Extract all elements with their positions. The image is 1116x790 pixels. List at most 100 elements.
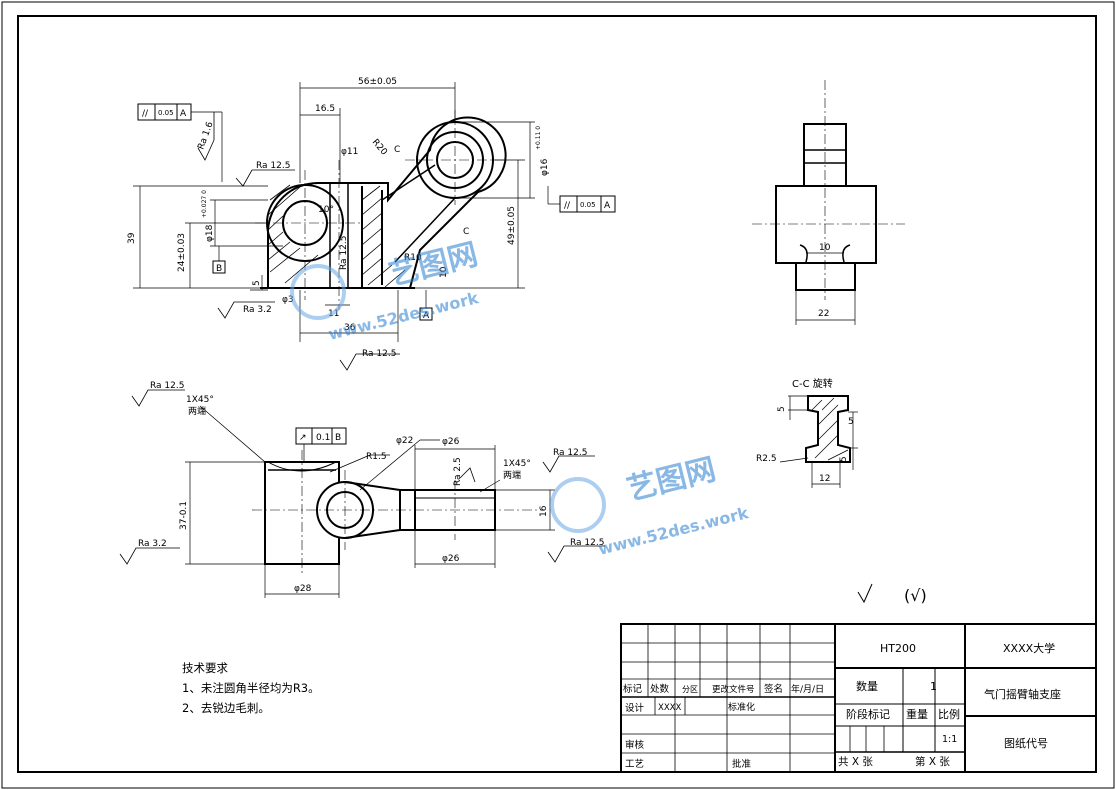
- top-view: [119, 389, 605, 598]
- top-tolerance-value: 0.1: [316, 433, 330, 443]
- top-dim-phi22: φ22: [396, 436, 413, 446]
- label-mark: 标记: [623, 683, 643, 695]
- dim-phi3: φ3: [282, 295, 294, 305]
- dim-phi16: φ16: [540, 158, 550, 176]
- tech-requirements-title: 技术要求: [182, 661, 228, 675]
- dim-r20: R20: [370, 138, 389, 158]
- tolerance-right-symbol: //: [564, 201, 571, 211]
- dim-36: 36: [344, 323, 356, 333]
- top-ra12-5-right-bottom: Ra 12.5: [570, 538, 604, 548]
- dim-5: 5: [252, 280, 262, 286]
- title-material: HT200: [880, 642, 916, 655]
- title-quantity: 1: [930, 680, 937, 693]
- label-process: 工艺: [625, 759, 644, 770]
- top-ra3-2: Ra 3.2: [138, 539, 167, 549]
- dim-phi11: φ11: [341, 147, 358, 157]
- label-change-doc: 更改文件号: [712, 684, 755, 695]
- label-date: 年/月/日: [791, 683, 824, 695]
- section-title: C-C 旋转: [792, 377, 833, 390]
- title-scale-label: 比例: [938, 707, 960, 721]
- datum-b: B: [216, 264, 222, 274]
- top-chamfer-right-note: 两端: [503, 469, 521, 481]
- datum-a: A: [423, 311, 430, 321]
- tolerance-right-datum: A: [604, 201, 611, 211]
- top-dim-phi26-bottom: φ26: [442, 554, 460, 564]
- watermark-2-brand: 艺图网: [623, 452, 719, 508]
- title-weight-label: 重量: [906, 707, 928, 721]
- roughness-ra1-6: Ra 1.6: [196, 120, 215, 151]
- general-roughness-note: (√): [904, 586, 927, 605]
- top-ra12-5-left: Ra 12.5: [150, 381, 184, 391]
- top-tolerance-datum: B: [335, 433, 341, 443]
- roughness-ra12-5-mid: Ra 12.5: [339, 236, 349, 270]
- tolerance-top-value: 0.05: [158, 109, 174, 117]
- section-dim-5-right-bottom: 5: [839, 456, 849, 462]
- top-rg2-5: Ra 2.5: [453, 457, 463, 486]
- label-design: 设计: [625, 702, 645, 714]
- datum-boxes: [212, 246, 433, 321]
- top-chamfer-left-note: 两端: [188, 405, 206, 417]
- top-chamfer-left: 1X45°: [186, 395, 214, 405]
- title-part-name: 气门摇臂轴支座: [984, 687, 1061, 701]
- dim-angle10: 10°: [318, 205, 334, 215]
- section-dim-12: 12: [819, 474, 830, 484]
- watermark-2-url: www.52des.work: [596, 503, 750, 559]
- watermark-1-brand: 艺图网: [385, 237, 481, 293]
- top-ra12-5-right-top: Ra 12.5: [553, 448, 587, 458]
- title-sheets-total: 共 X 张: [838, 756, 873, 768]
- section-dim-5-right-top: 5: [848, 417, 854, 427]
- inner-border: [17, 15, 1097, 773]
- label-zone: 分区: [682, 685, 698, 694]
- dim-phi18: φ18: [205, 224, 215, 242]
- c-mark-top: C: [394, 145, 400, 155]
- title-stage-label: 阶段标记: [846, 707, 890, 721]
- tolerance-top-symbol: //: [142, 109, 149, 119]
- title-scale: 1:1: [942, 734, 957, 745]
- top-tolerance-symbol: ↗: [299, 433, 307, 443]
- label-sign: 签名: [764, 683, 783, 695]
- top-chamfer-right: 1X45°: [503, 459, 531, 469]
- tolerance-right-value: 0.05: [580, 201, 596, 209]
- top-dim-16: 16: [539, 505, 549, 517]
- title-quantity-label: 数量: [856, 680, 878, 693]
- label-approve: 批准: [732, 758, 752, 770]
- top-dim-phi26-top: φ26: [442, 437, 460, 447]
- section-dim-5-left: 5: [777, 406, 787, 412]
- watermark-1-url: www.52des.work: [326, 288, 480, 344]
- section-c-c: [779, 395, 858, 488]
- side-dim-22: 22: [818, 309, 829, 319]
- side-dim-10: 10: [819, 243, 831, 253]
- section-dim-r2-5: R2.5: [756, 454, 777, 464]
- top-dim-phi28: φ28: [294, 584, 312, 594]
- tolerance-frame-top: [137, 103, 223, 182]
- label-standard: 标准化: [728, 701, 755, 713]
- c-mark-mid: C: [463, 227, 469, 237]
- title-block: [620, 623, 1097, 773]
- dim-phi16-tol: +0.11 0: [535, 126, 542, 150]
- label-count: 处数: [650, 683, 670, 695]
- dim-49: 49±0.05: [507, 206, 517, 245]
- tolerance-frame-right: [547, 186, 616, 213]
- roughness-symbols-front: [197, 112, 400, 371]
- watermark-1: 艺图网 www.52des.work: [290, 237, 481, 344]
- general-roughness-symbol: [857, 583, 873, 604]
- label-designer: XXXX: [658, 703, 681, 713]
- top-dim-37: 37-0.1: [179, 501, 189, 530]
- dim-r10: R10: [404, 253, 422, 263]
- dim-phi18-tol: +0.027 0: [201, 190, 208, 218]
- dim-56: 56±0.05: [358, 77, 397, 87]
- tech-requirement-2: 2、去锐边毛刺。: [182, 701, 270, 715]
- dim-39: 39: [127, 232, 137, 244]
- dim-16-5: 16.5: [315, 104, 335, 114]
- side-view: [752, 80, 905, 325]
- title-sheet-no: 第 X 张: [915, 755, 950, 768]
- top-dim-r1-5: R1.5: [366, 452, 387, 462]
- label-check: 审核: [625, 739, 645, 751]
- roughness-ra12-5-bottom: Ra 12.5: [362, 349, 396, 359]
- tech-requirement-1: 1、未注圆角半径均为R3。: [182, 681, 320, 695]
- dim-24: 24±0.03: [177, 233, 187, 272]
- dim-10: 10: [439, 266, 449, 278]
- roughness-ra3-2: Ra 3.2: [243, 305, 272, 315]
